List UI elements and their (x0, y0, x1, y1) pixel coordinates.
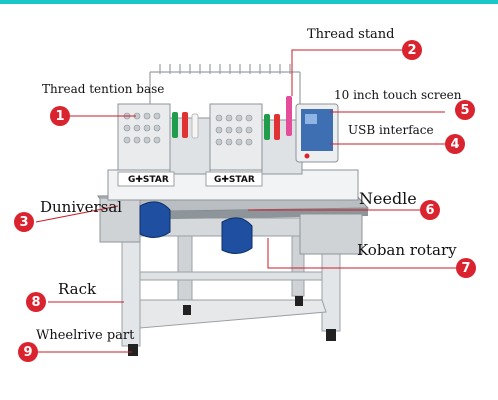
badge-8: 8 (26, 292, 46, 312)
koban-rotary (139, 201, 253, 254)
label-wheelrive-part: Wheelrive part (36, 328, 135, 343)
svg-text:G✚STAR: G✚STAR (214, 175, 255, 185)
badge-5: 5 (455, 100, 475, 120)
label-duniversal: Duniversal (40, 198, 123, 216)
label-touch-screen: 10 inch touch screen (334, 88, 462, 102)
label-koban-rotary: Koban rotary (357, 241, 457, 259)
top-accent-bar (0, 0, 498, 4)
svg-text:G✚STAR: G✚STAR (128, 175, 169, 185)
label-thread-stand: Thread stand (307, 27, 395, 42)
thread-cones (172, 96, 292, 140)
label-rack: Rack (58, 280, 97, 298)
badge-3: 3 (14, 212, 34, 232)
touch-screen (295, 103, 339, 163)
label-usb-interface: USB interface (348, 123, 434, 137)
thread-tension-base (123, 112, 253, 146)
label-needle: Needle (359, 189, 417, 208)
badge-6: 6 (420, 200, 440, 220)
badge-4: 4 (445, 134, 465, 154)
thread-stand (149, 64, 301, 104)
badge-2: 2 (402, 40, 422, 60)
badge-7: 7 (456, 258, 476, 278)
badge-1: 1 (50, 106, 70, 126)
wheels (128, 296, 336, 356)
badge-9: 9 (18, 342, 38, 362)
embroidery-machine-illustration: G✚STAR G✚STAR (35, 49, 456, 356)
label-thread-tension-base: Thread tention base (42, 82, 165, 96)
leader-lines (35, 49, 456, 353)
